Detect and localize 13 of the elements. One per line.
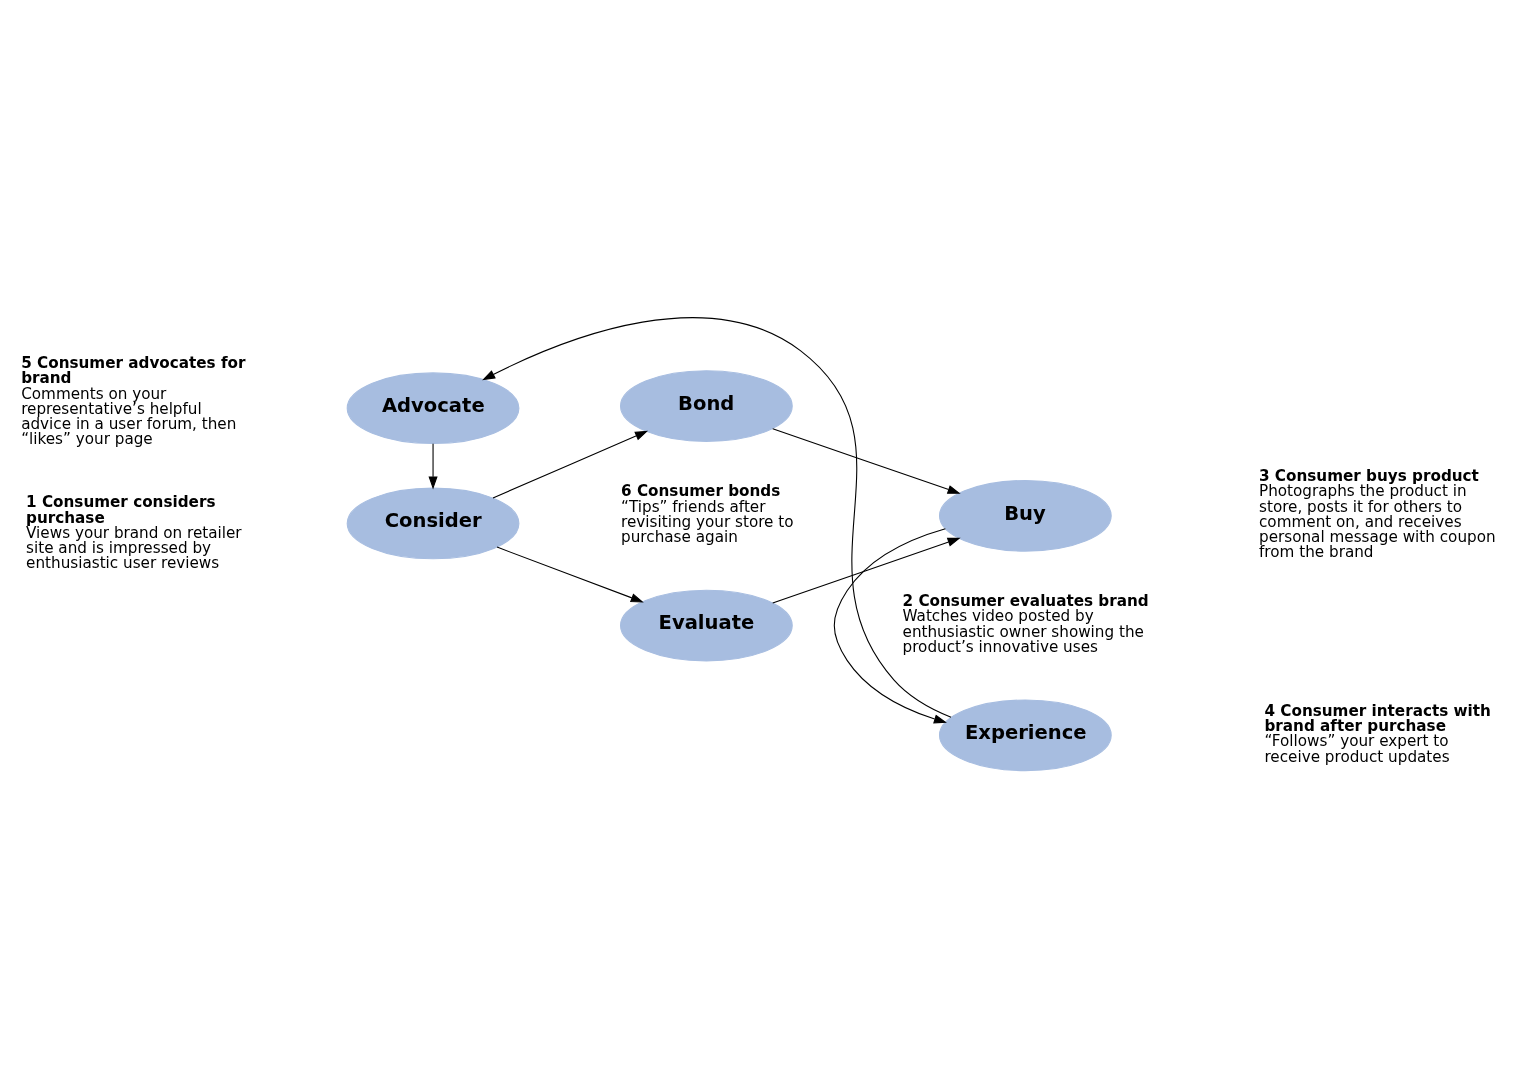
node-label: 1 Consumer considers purchase	[26, 493, 216, 527]
node-ellipse: Evaluate	[619, 589, 793, 662]
arrow	[482, 317, 952, 718]
node-ellipse: Experience	[938, 699, 1112, 772]
node-ellipse: Buy	[938, 479, 1112, 552]
node-ellipse: Consider	[346, 487, 520, 560]
arrow	[833, 528, 947, 724]
arrow	[496, 546, 644, 603]
node-label: Watches video posted by enthusiastic owner showing the product’s innovative uses	[902, 607, 1144, 656]
arrow	[428, 443, 438, 490]
arrow	[772, 537, 961, 604]
arrow	[772, 428, 961, 494]
arrow	[492, 430, 649, 499]
